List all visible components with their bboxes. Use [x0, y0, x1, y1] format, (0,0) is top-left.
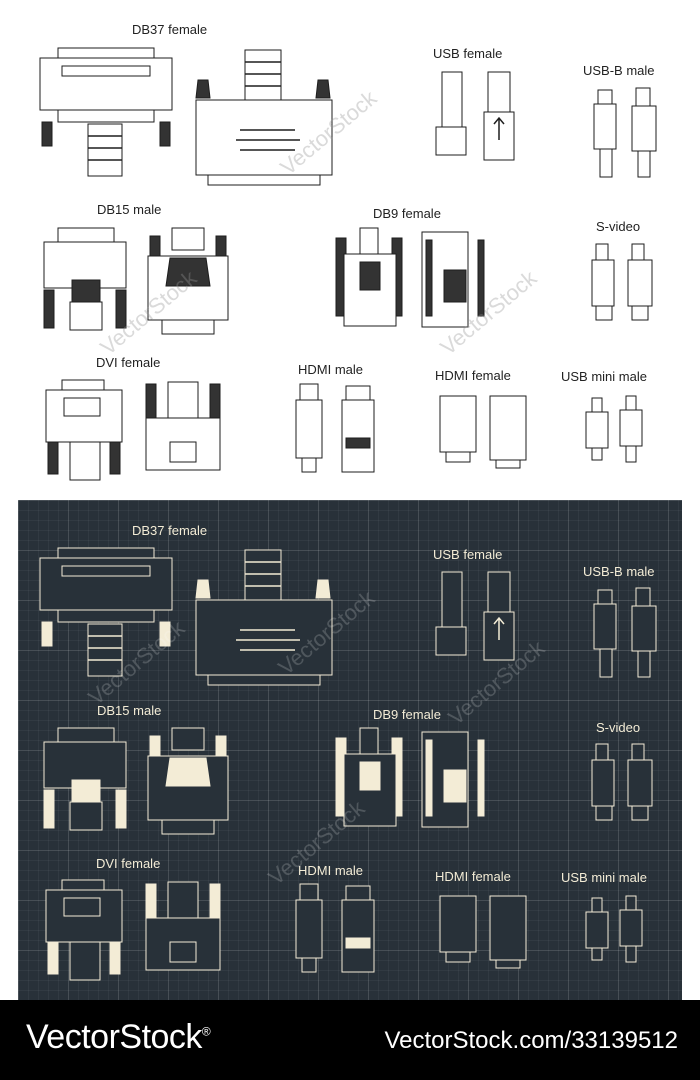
label-dvi-female: DVI female [96, 355, 161, 370]
usb-mini-male-drawing [585, 895, 643, 963]
usb-b-male-drawing [593, 87, 657, 178]
s-video-drawing [591, 243, 653, 321]
s-video-drawing [591, 743, 653, 821]
db15-front-drawing [147, 227, 229, 335]
usb-b-male-drawing [593, 587, 657, 678]
brand-logo: VectorStock® [26, 1018, 211, 1057]
db37-top-drawing [195, 49, 333, 186]
label-usb-b-male: USB-B male [583, 564, 655, 579]
label-usb-female: USB female [433, 46, 503, 61]
db37-side-drawing [39, 47, 173, 177]
brand-name: VectorStock [26, 1018, 202, 1056]
label-usb-mini-male: USB mini male [561, 870, 647, 885]
label-hdmi-female: HDMI female [435, 368, 511, 383]
hdmi-male-drawing [295, 383, 375, 473]
db15-side-drawing [43, 227, 127, 331]
db9-female-drawing [335, 227, 485, 328]
label-db15-male: DB15 male [97, 703, 162, 718]
hdmi-female-drawing [439, 895, 527, 969]
label-s-video: S-video [596, 720, 641, 735]
hdmi-female-drawing [439, 395, 527, 469]
hdmi-male-drawing [295, 883, 375, 973]
db15-side-drawing [43, 727, 127, 831]
image-id: VectorStock.com/33139512 [384, 1027, 678, 1054]
label-s-video: S-video [596, 219, 641, 234]
dvi-female-drawing [45, 879, 123, 981]
db37-side-drawing [39, 547, 173, 677]
label-usb-b-male: USB-B male [583, 63, 655, 78]
usb-mini-male-drawing [585, 395, 643, 463]
label-db15-male: DB15 male [97, 202, 162, 217]
label-hdmi-female: HDMI female [435, 869, 511, 884]
dark-connector-drawings [39, 547, 657, 981]
registered-mark: ® [201, 1024, 211, 1039]
dark-blueprint-panel: DB37 female USB female USB-B male DB15 m… [18, 500, 682, 1000]
label-usb-mini-male: USB mini male [561, 369, 647, 384]
label-db37-female: DB37 female [132, 523, 208, 538]
label-db37-female: DB37 female [132, 22, 208, 37]
label-db9-female: DB9 female [373, 206, 441, 221]
dvi-front-drawing [145, 381, 221, 471]
light-blueprint-panel: DB37 female USB female USB-B male DB15 m… [0, 0, 700, 500]
usb-female-drawing [435, 71, 515, 161]
label-dvi-female: DVI female [96, 856, 161, 871]
dvi-female-drawing [45, 379, 123, 481]
usb-female-drawing [435, 571, 515, 661]
light-connector-drawings [39, 47, 657, 481]
label-usb-female: USB female [433, 547, 503, 562]
label-hdmi-male: HDMI male [298, 362, 364, 377]
footer-bar: VectorStock® VectorStock.com/33139512 [0, 1000, 700, 1080]
db15-front-drawing [147, 727, 229, 835]
label-hdmi-male: HDMI male [298, 863, 364, 878]
dvi-front-drawing [145, 881, 221, 971]
label-db9-female: DB9 female [373, 707, 441, 722]
db37-top-drawing [195, 549, 333, 686]
db9-female-drawing [335, 727, 485, 828]
